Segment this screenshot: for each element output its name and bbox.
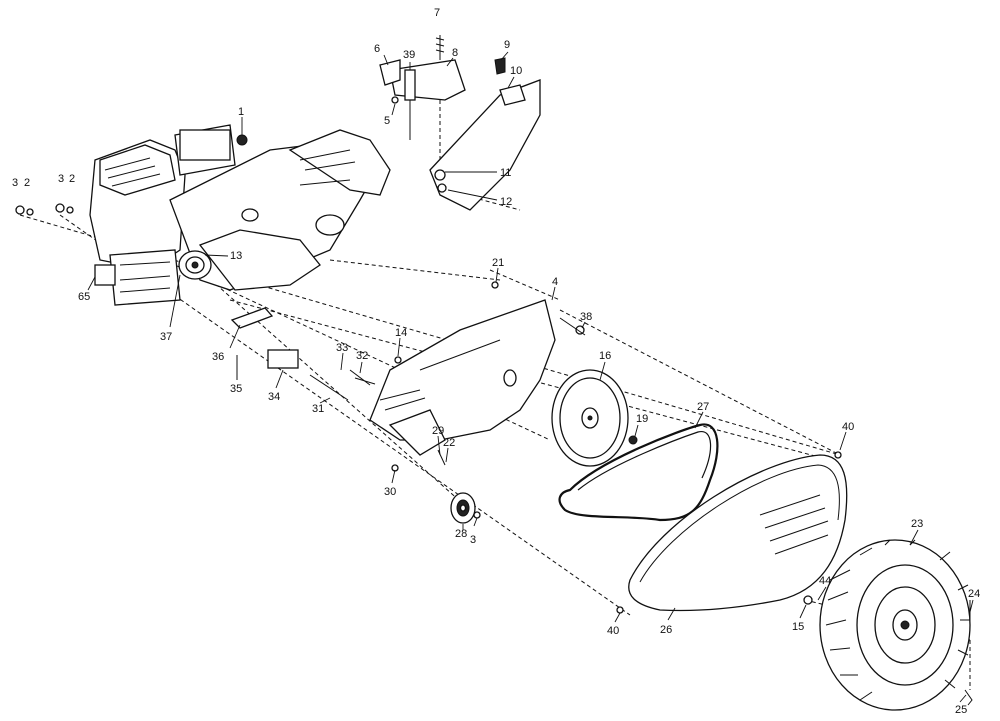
- label-24: 24: [968, 588, 980, 600]
- hardware: [15, 134, 973, 706]
- label-7: 7: [434, 7, 440, 19]
- label-31: 31: [312, 403, 324, 415]
- label-2: 2: [24, 177, 30, 189]
- label-21: 21: [492, 257, 504, 269]
- label-3c: 3: [470, 534, 476, 546]
- handle-upper: [429, 57, 541, 211]
- label-12: 12: [500, 196, 512, 208]
- label-5: 5: [384, 115, 390, 127]
- label-30: 30: [384, 486, 396, 498]
- label-37: 37: [160, 331, 172, 343]
- belt-guard-plate: [369, 299, 556, 456]
- label-35: 35: [230, 383, 242, 395]
- label-22: 22: [443, 437, 455, 449]
- label-13: 13: [230, 250, 242, 262]
- label-16: 16: [599, 350, 611, 362]
- large-pulley: [551, 369, 629, 467]
- label-29: 29: [432, 425, 444, 437]
- idler-pulley: [450, 492, 476, 524]
- label-36: 36: [212, 351, 224, 363]
- label-39: 39: [403, 49, 415, 61]
- label-3: 3: [12, 177, 18, 189]
- label-6: 6: [374, 43, 380, 55]
- label-15: 15: [792, 621, 804, 633]
- label-23: 23: [911, 518, 923, 530]
- label-9: 9: [504, 39, 510, 51]
- label-65: 65: [78, 291, 90, 303]
- label-28: 28: [455, 528, 467, 540]
- label-38: 38: [580, 311, 592, 323]
- label-27: 27: [697, 401, 709, 413]
- label-10: 10: [510, 65, 522, 77]
- label-4: 4: [552, 276, 558, 288]
- label-25: 25: [955, 704, 967, 716]
- label-32: 32: [356, 350, 368, 362]
- label-19: 19: [636, 413, 648, 425]
- part-labels: 1 2 2 3 3 3 4 5 6 7 8 9 10 11 12 13 14 1…: [12, 7, 980, 716]
- engine: [89, 124, 236, 306]
- label-2b: 2: [69, 173, 75, 185]
- label-34: 34: [268, 391, 280, 403]
- label-14: 14: [395, 327, 407, 339]
- label-40b: 40: [607, 625, 619, 637]
- engine-pulley: [178, 250, 212, 280]
- leader-lines: [87, 51, 974, 703]
- label-11: 11: [500, 167, 511, 179]
- tiller-frame: [169, 129, 391, 291]
- label-26: 26: [660, 624, 672, 636]
- handle-bracket: [379, 35, 466, 140]
- label-40: 40: [842, 421, 854, 433]
- label-44: 44: [819, 575, 831, 587]
- wheel-tire: [819, 539, 971, 711]
- label-33: 33: [336, 342, 348, 354]
- belt-cover: [628, 454, 848, 612]
- label-8: 8: [452, 47, 458, 59]
- v-belt: [558, 423, 719, 522]
- label-1: 1: [238, 106, 244, 118]
- label-3b: 3: [58, 173, 64, 185]
